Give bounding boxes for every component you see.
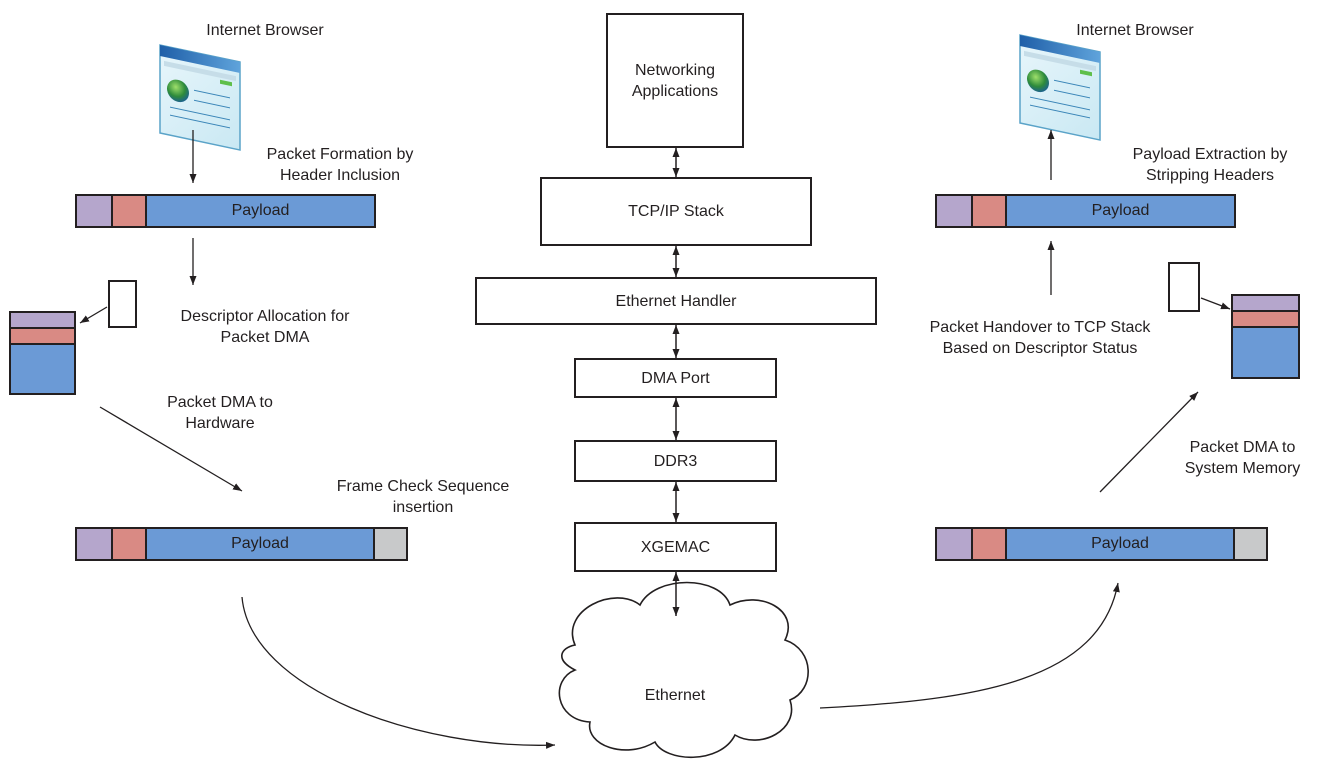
browser-window-icon: [1019, 34, 1101, 141]
fcs-segment: [1233, 529, 1266, 559]
rx-browser-label: Internet Browser: [1076, 22, 1194, 39]
tx-descriptor-label: Descriptor Allocation for Packet DMA: [180, 308, 350, 346]
header-segment-2: [971, 529, 1005, 559]
header-segment-2: [111, 196, 145, 226]
tx-descriptor-box: [108, 280, 137, 328]
header-segment-1: [937, 196, 971, 226]
cloud-icon: [558, 581, 809, 759]
tx-fcs-label: Frame Check Sequence insertion: [336, 478, 510, 516]
ddr3-box: DDR3: [574, 440, 777, 482]
fcs-segment: [373, 529, 406, 559]
rx-descriptor-box: [1168, 262, 1200, 312]
buffer-header-2: [11, 327, 74, 343]
header-segment-1: [77, 196, 111, 226]
dma-port-box: DMA Port: [574, 358, 777, 398]
rx-packet-buffer: [1231, 294, 1300, 379]
tx-packet-with-headers: Payload: [75, 194, 376, 228]
tx-arrows: [79, 130, 556, 749]
payload-segment: Payload: [1005, 529, 1233, 559]
ethernet-label: Ethernet: [644, 687, 706, 704]
rx-handover-label: Packet Handover to TCP Stack Based on De…: [929, 319, 1151, 357]
header-segment-1: [77, 529, 111, 559]
header-segment-2: [971, 196, 1005, 226]
buffer-header-1: [1233, 296, 1298, 310]
payload-segment: Payload: [145, 529, 373, 559]
rx-packet-with-fcs: Payload: [935, 527, 1268, 561]
networking-applications-box: Networking Applications: [606, 13, 744, 148]
rx-packet-with-headers: Payload: [935, 194, 1236, 228]
payload-segment: Payload: [145, 196, 374, 226]
payload-segment: Payload: [1005, 196, 1234, 226]
rx-extraction-label: Payload Extraction by Stripping Headers: [1132, 146, 1288, 184]
rx-dma-mem-label: Packet DMA to System Memory: [1184, 439, 1301, 477]
tx-dma-hw-label: Packet DMA to Hardware: [167, 394, 273, 432]
rx-arrows: [819, 130, 1231, 709]
tx-packet-with-fcs: Payload: [75, 527, 408, 561]
buffer-header-1: [11, 313, 74, 327]
tx-packet-buffer: [9, 311, 76, 395]
ethernet-handler-box: Ethernet Handler: [475, 277, 877, 325]
buffer-payload: [11, 343, 74, 393]
tcpip-stack-box: TCP/IP Stack: [540, 177, 812, 246]
tx-browser-label: Internet Browser: [206, 22, 324, 39]
tx-formation-label: Packet Formation by Header Inclusion: [266, 146, 414, 184]
header-segment-2: [111, 529, 145, 559]
header-segment-1: [937, 529, 971, 559]
browser-window-icon: [159, 44, 241, 151]
buffer-header-2: [1233, 310, 1298, 326]
buffer-payload: [1233, 326, 1298, 377]
xgemac-box: XGEMAC: [574, 522, 777, 572]
